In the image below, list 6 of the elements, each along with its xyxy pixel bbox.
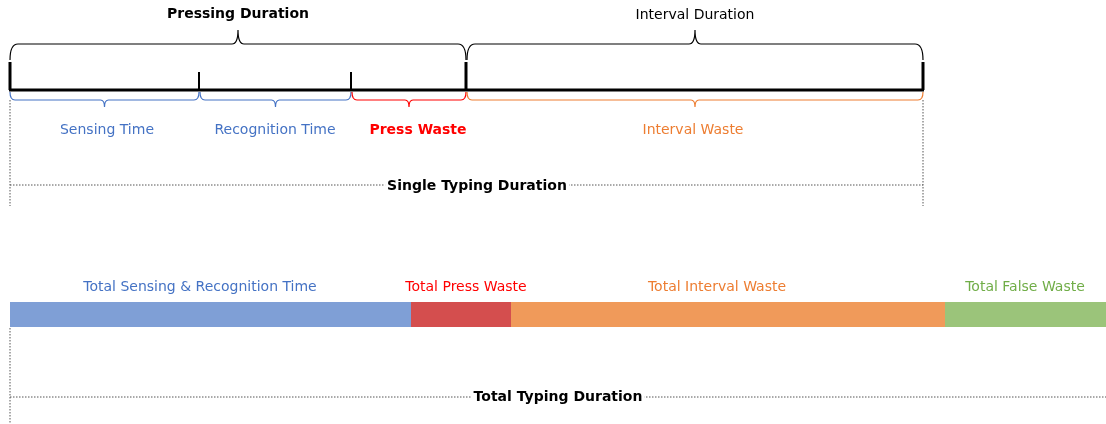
segment-label: Recognition Time bbox=[212, 120, 338, 138]
dimension-label: Single Typing Duration bbox=[385, 176, 569, 194]
dimension-label: Total Typing Duration bbox=[471, 387, 645, 405]
segment-label: Sensing Time bbox=[58, 120, 156, 138]
duration-label: Pressing Duration bbox=[165, 4, 311, 22]
bar-label: Total Sensing & Recognition Time bbox=[81, 277, 319, 295]
